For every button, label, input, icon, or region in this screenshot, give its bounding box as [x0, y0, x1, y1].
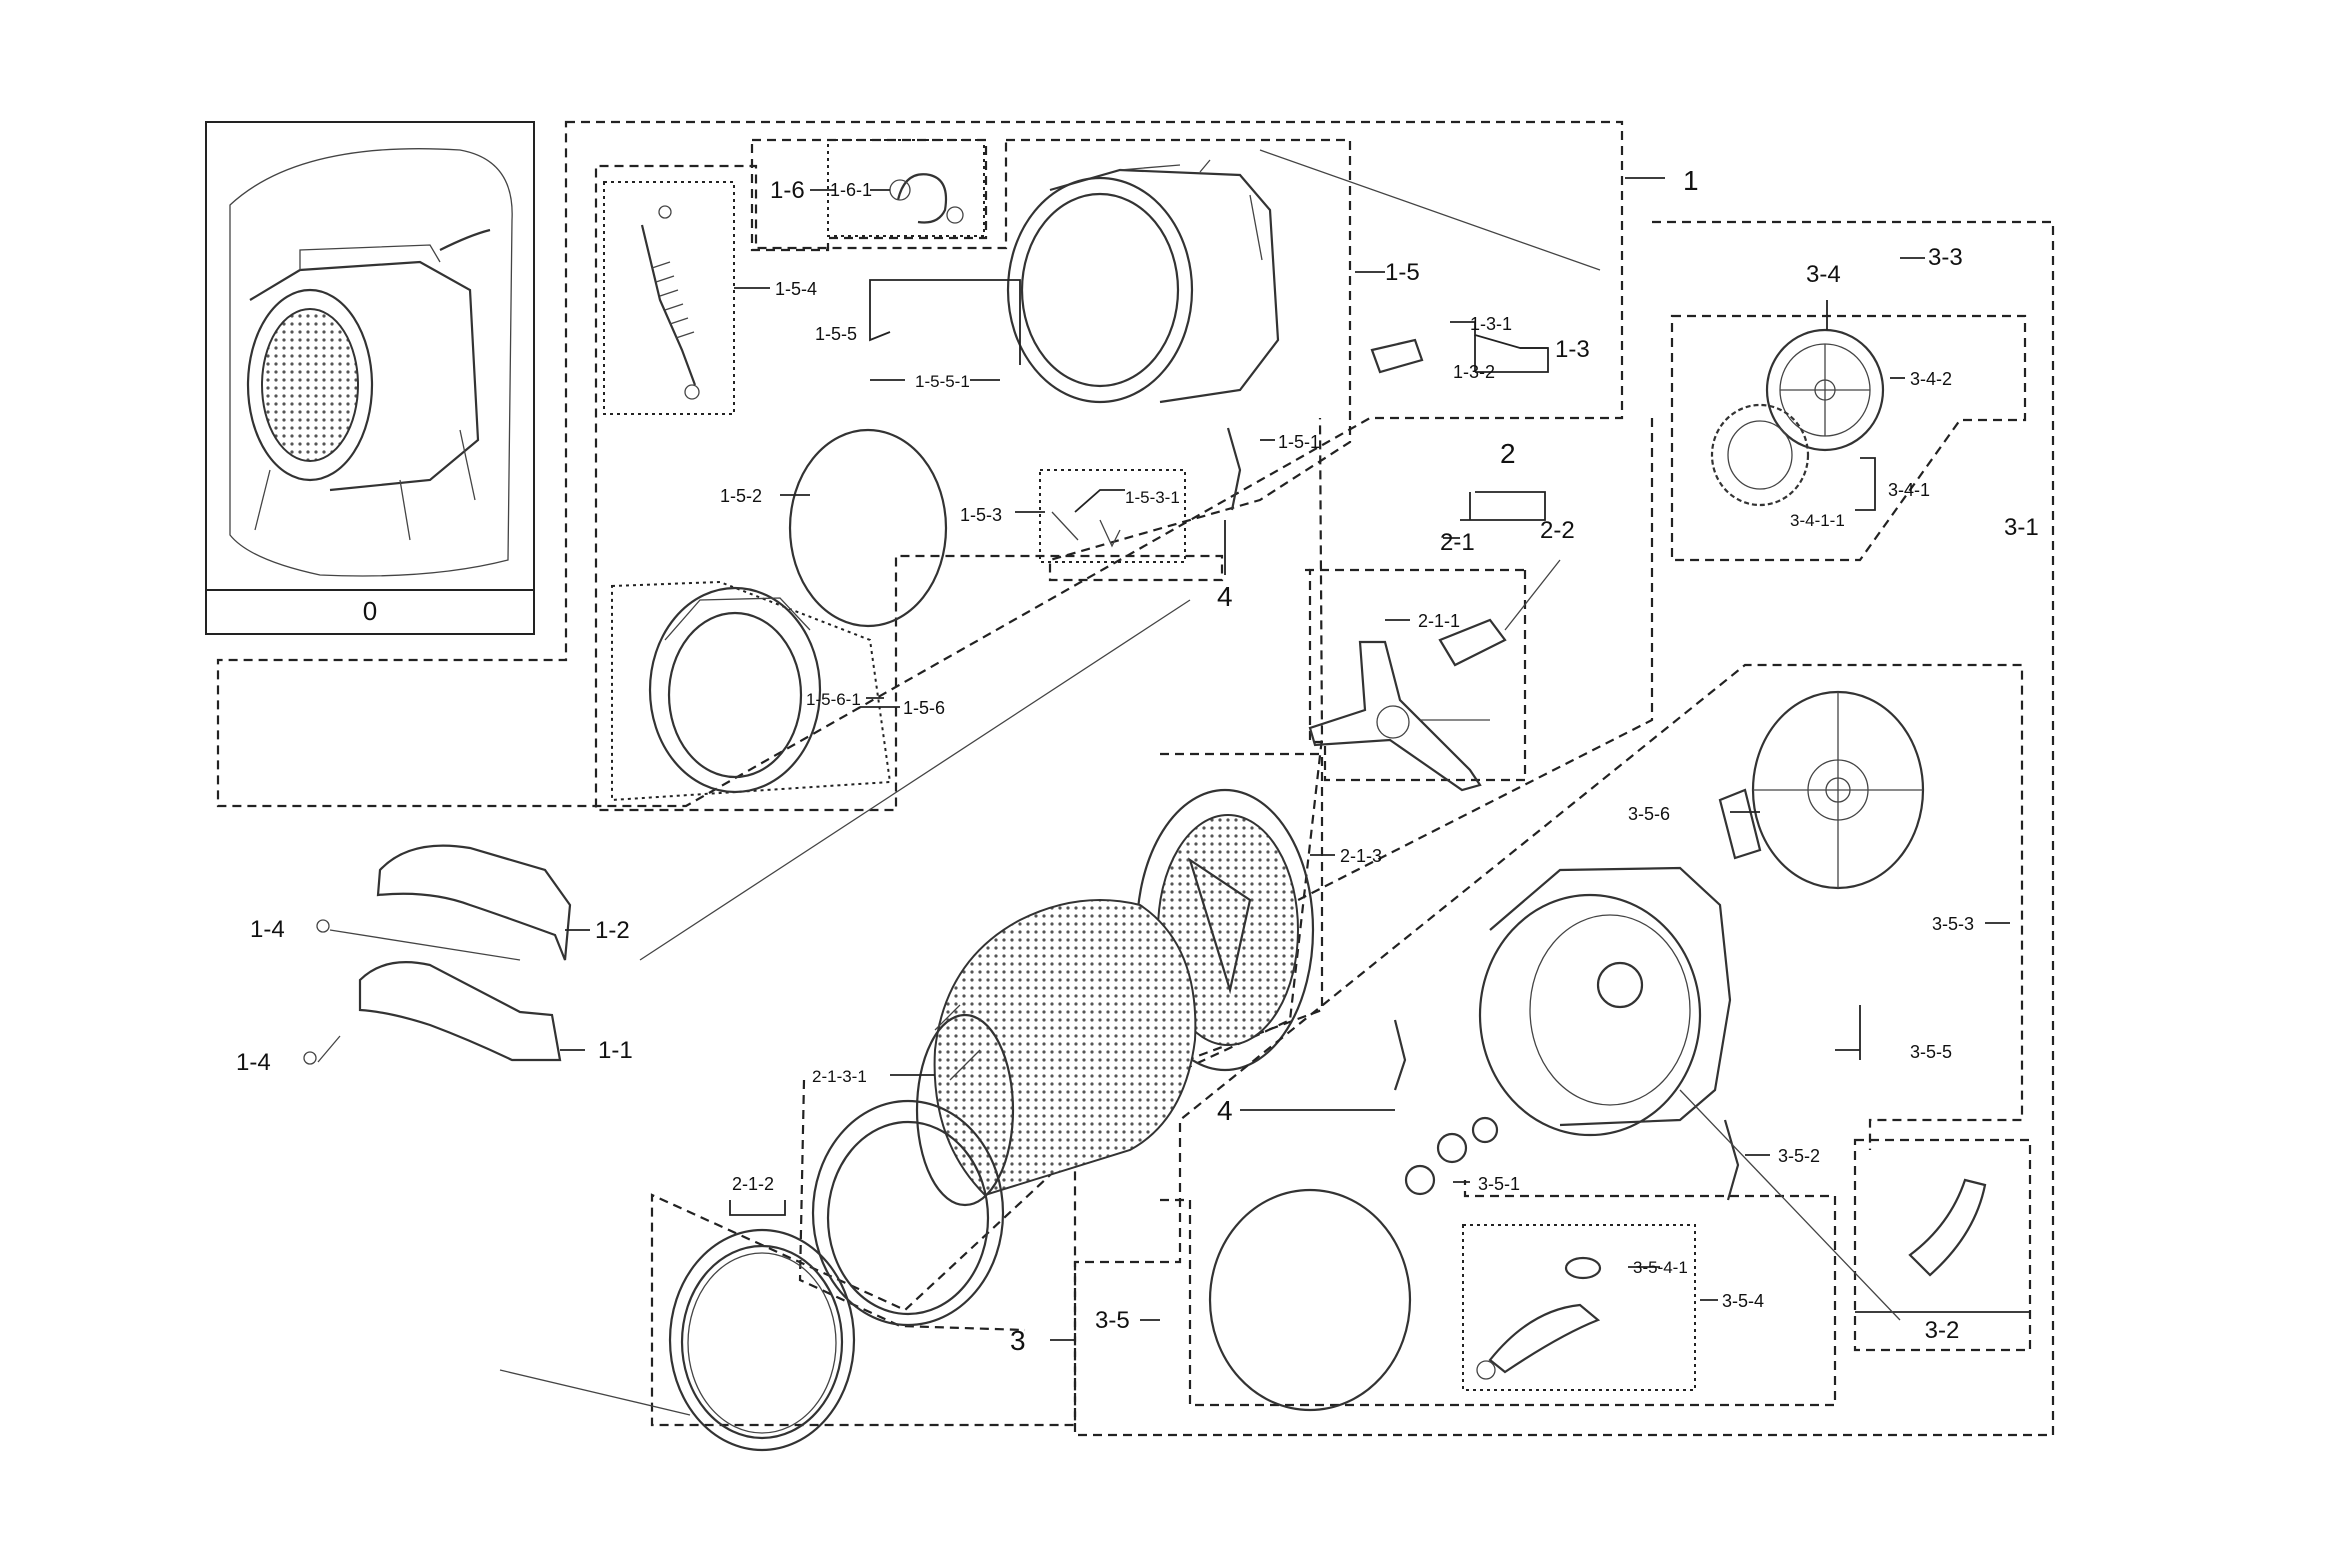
label-3-5-4-1: 3-5-4-1 [1633, 1258, 1688, 1277]
label-3-1: 3-1 [2004, 514, 2039, 541]
group-3-outline [1073, 220, 2055, 1437]
motor-stator-icon [1751, 690, 1925, 890]
label-2-1-2: 2-1-2 [732, 1174, 774, 1194]
label-1-5-5: 1-5-5 [815, 324, 857, 344]
damper-4-upper-icon [1226, 427, 1242, 511]
pulley-3-4-icon [1765, 328, 1885, 452]
bracket-3-5-6-icon [1718, 788, 1762, 860]
label-1-2: 1-2 [595, 917, 630, 944]
group-1-outline [216, 120, 1624, 808]
label-3-4-2: 3-4-2 [1910, 369, 1952, 389]
tub-front-half-icon [1006, 159, 1280, 404]
label-1-5-6-1: 1-5-6-1 [806, 690, 861, 709]
group-3-2-outline [1853, 1138, 2032, 1352]
label-1-3-1: 1-3-1 [1470, 314, 1512, 334]
label-1-5-2: 1-5-2 [720, 486, 762, 506]
group-3-4-outline [1670, 314, 2027, 562]
part-labels: 0 1 1-6 1-6-1 1-5 1-5-4 1-5-5 1-5-5-1 1-… [236, 165, 2039, 1356]
group-3-5-4-outline [1462, 1224, 1696, 1391]
label-3-5-3: 3-5-3 [1932, 914, 1974, 934]
hose-3-2-icon [1908, 1178, 1987, 1277]
label-3-3: 3-3 [1928, 244, 1963, 271]
label-2-2: 2-2 [1540, 517, 1575, 544]
label-2-1-3-1: 2-1-3-1 [812, 1067, 867, 1086]
gasket-1-5-2-icon [788, 428, 948, 628]
label-1-3-2: 1-3-2 [1453, 362, 1495, 382]
label-1-6-1: 1-6-1 [830, 180, 872, 200]
label-1-5-1: 1-5-1 [1278, 432, 1320, 452]
label-2-1-1: 2-1-1 [1418, 611, 1460, 631]
group-2-1-outline [1308, 568, 1527, 782]
bracket-1-3-icon [1370, 338, 1424, 374]
damper-4-lower-icon [1393, 1019, 1407, 1091]
label-3-4: 3-4 [1806, 261, 1841, 288]
label-1-1: 1-1 [598, 1037, 633, 1064]
hose-1-6-icon [889, 173, 964, 224]
group-1-5-3-outline [1039, 469, 1186, 563]
drain-hose-icon [1476, 1256, 1602, 1380]
label-1-4-upper: 1-4 [250, 916, 285, 943]
label-0: 0 [363, 596, 377, 626]
tub-gasket-icon [1208, 1188, 1412, 1412]
label-1-5-6: 1-5-6 [903, 698, 945, 718]
label-4-lower: 4 [1217, 1095, 1233, 1126]
label-1-5-5-1: 1-5-5-1 [915, 372, 970, 391]
leader-lines [499, 149, 2010, 1416]
label-3-5-4: 3-5-4 [1722, 1291, 1764, 1311]
group-1-6-outline [750, 138, 988, 252]
label-1: 1 [1683, 165, 1699, 196]
hose-1-5-4-icon [640, 205, 700, 400]
label-1-5: 1-5 [1385, 259, 1420, 286]
label-2-1: 2-1 [1440, 529, 1475, 556]
label-1-4-lower: 1-4 [236, 1049, 271, 1076]
counterweight-1-2-icon [376, 844, 572, 961]
label-1-5-3: 1-5-3 [960, 505, 1002, 525]
label-2: 2 [1500, 438, 1516, 469]
group-0-assembly [205, 121, 535, 635]
drum-2-1-3-1-icon [915, 899, 1197, 1207]
label-3-5-2: 3-5-2 [1778, 1146, 1820, 1166]
label-4-upper: 4 [1217, 581, 1233, 612]
balancer-ring-2-1-2-icon [668, 1228, 856, 1452]
label-3-5-5: 3-5-5 [1910, 1042, 1952, 1062]
label-3-4-1: 3-4-1 [1888, 480, 1930, 500]
group-1-5-outline [594, 138, 1352, 812]
drum-front-ring-icon [811, 1099, 1005, 1327]
group-1-5-4-outline [603, 181, 735, 415]
label-2-1-3: 2-1-3 [1340, 846, 1382, 866]
label-1-5-4: 1-5-4 [775, 279, 817, 299]
label-3-2: 3-2 [1925, 1317, 1960, 1344]
label-1-3: 1-3 [1555, 336, 1590, 363]
counterweight-1-1-icon [358, 961, 562, 1062]
rotor-3-4-1-icon [1710, 403, 1810, 507]
bearing-set-icon [1404, 1116, 1499, 1196]
group-0-frame [205, 121, 535, 635]
tub-back-half-icon [1478, 866, 1732, 1137]
label-3-5: 3-5 [1095, 1307, 1130, 1334]
label-3-5-6: 3-5-6 [1628, 804, 1670, 824]
label-1-5-3-1: 1-5-3-1 [1125, 488, 1180, 507]
assembled-tub-icon [246, 228, 491, 541]
label-1-6: 1-6 [770, 177, 805, 204]
group-3-5-outline [1160, 1180, 1837, 1407]
label-3: 3 [1010, 1325, 1026, 1356]
label-3-4-1-1: 3-4-1-1 [1790, 511, 1845, 530]
label-3-5-1: 3-5-1 [1478, 1174, 1520, 1194]
front-cover-ring-icon [648, 586, 822, 794]
spider-arm-icon [1308, 559, 1561, 792]
